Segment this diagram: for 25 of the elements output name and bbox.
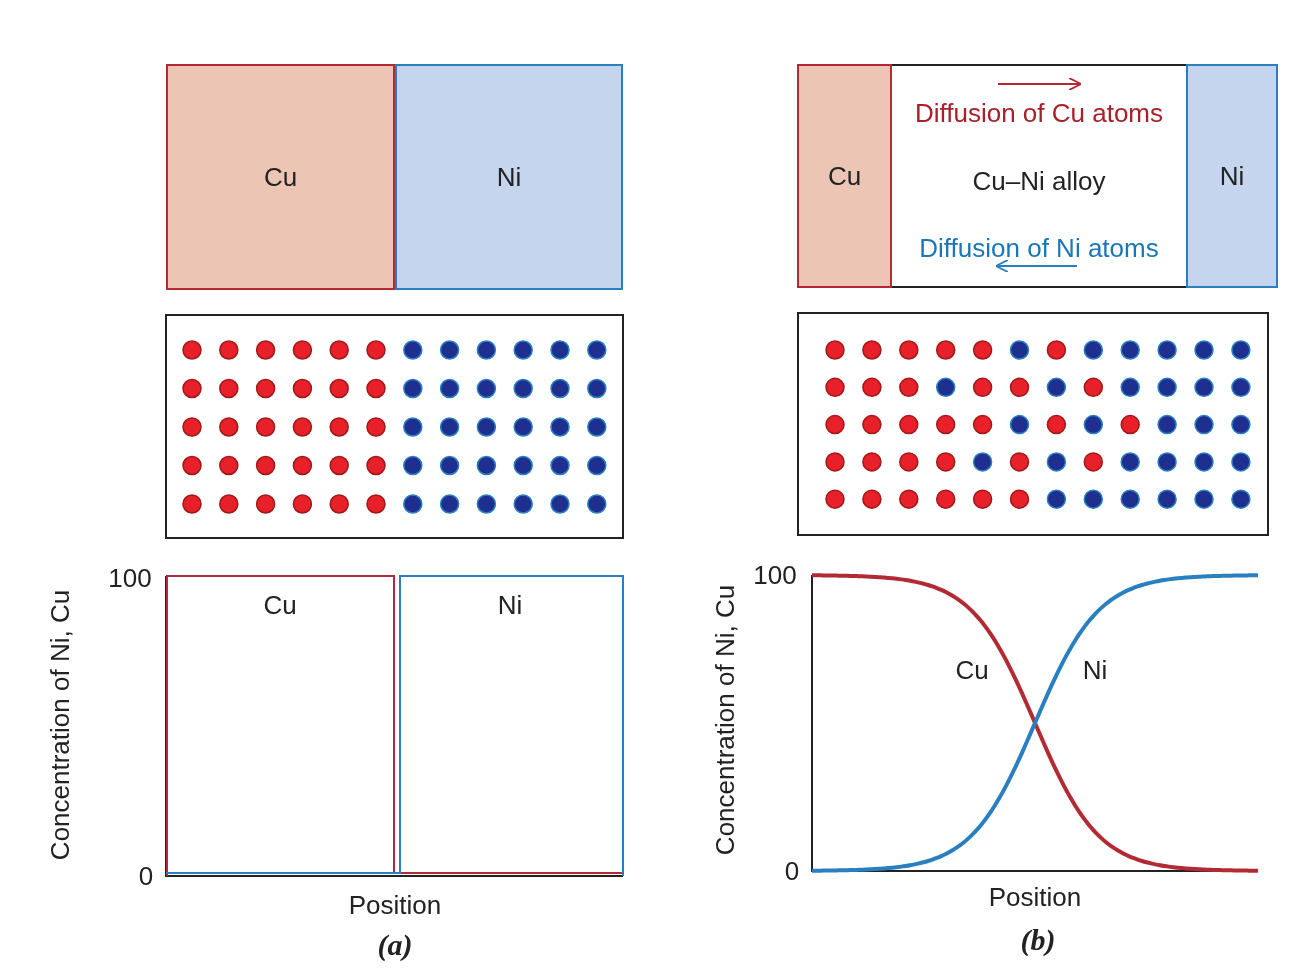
copper-block <box>166 64 395 290</box>
material-label: Ni <box>496 161 522 193</box>
curve-label: Ni <box>1082 654 1108 686</box>
nickel-block <box>395 64 623 290</box>
axis-tick-label: 100 <box>753 559 797 591</box>
material-label: Cu <box>263 161 298 193</box>
nickel-block <box>1186 64 1278 288</box>
axis-tick-label: 100 <box>108 562 152 594</box>
axis-title: Position <box>988 881 1082 913</box>
panel-label: (b) <box>1020 923 1056 957</box>
axis-tick-label: 0 <box>138 860 154 892</box>
material-label: Cu <box>827 160 862 192</box>
axis-title: Position <box>348 889 442 921</box>
curve-label: Cu <box>955 654 989 686</box>
axis-title: Concentration of Ni, Cu <box>709 584 741 856</box>
diffusion-label: Diffusion of Ni atoms <box>919 233 1159 264</box>
axis-title: Concentration of Ni, Cu <box>44 589 76 861</box>
axis-tick-label: 0 <box>784 855 800 887</box>
diffusion-label: Diffusion of Cu atoms <box>914 98 1164 129</box>
panel-label: (a) <box>377 928 413 962</box>
region-label: Cu–Ni alloy <box>972 165 1106 197</box>
copper-block <box>797 64 892 288</box>
material-label: Ni <box>1219 160 1245 192</box>
curve-label: Cu <box>263 589 297 621</box>
curve-label: Ni <box>497 589 523 621</box>
